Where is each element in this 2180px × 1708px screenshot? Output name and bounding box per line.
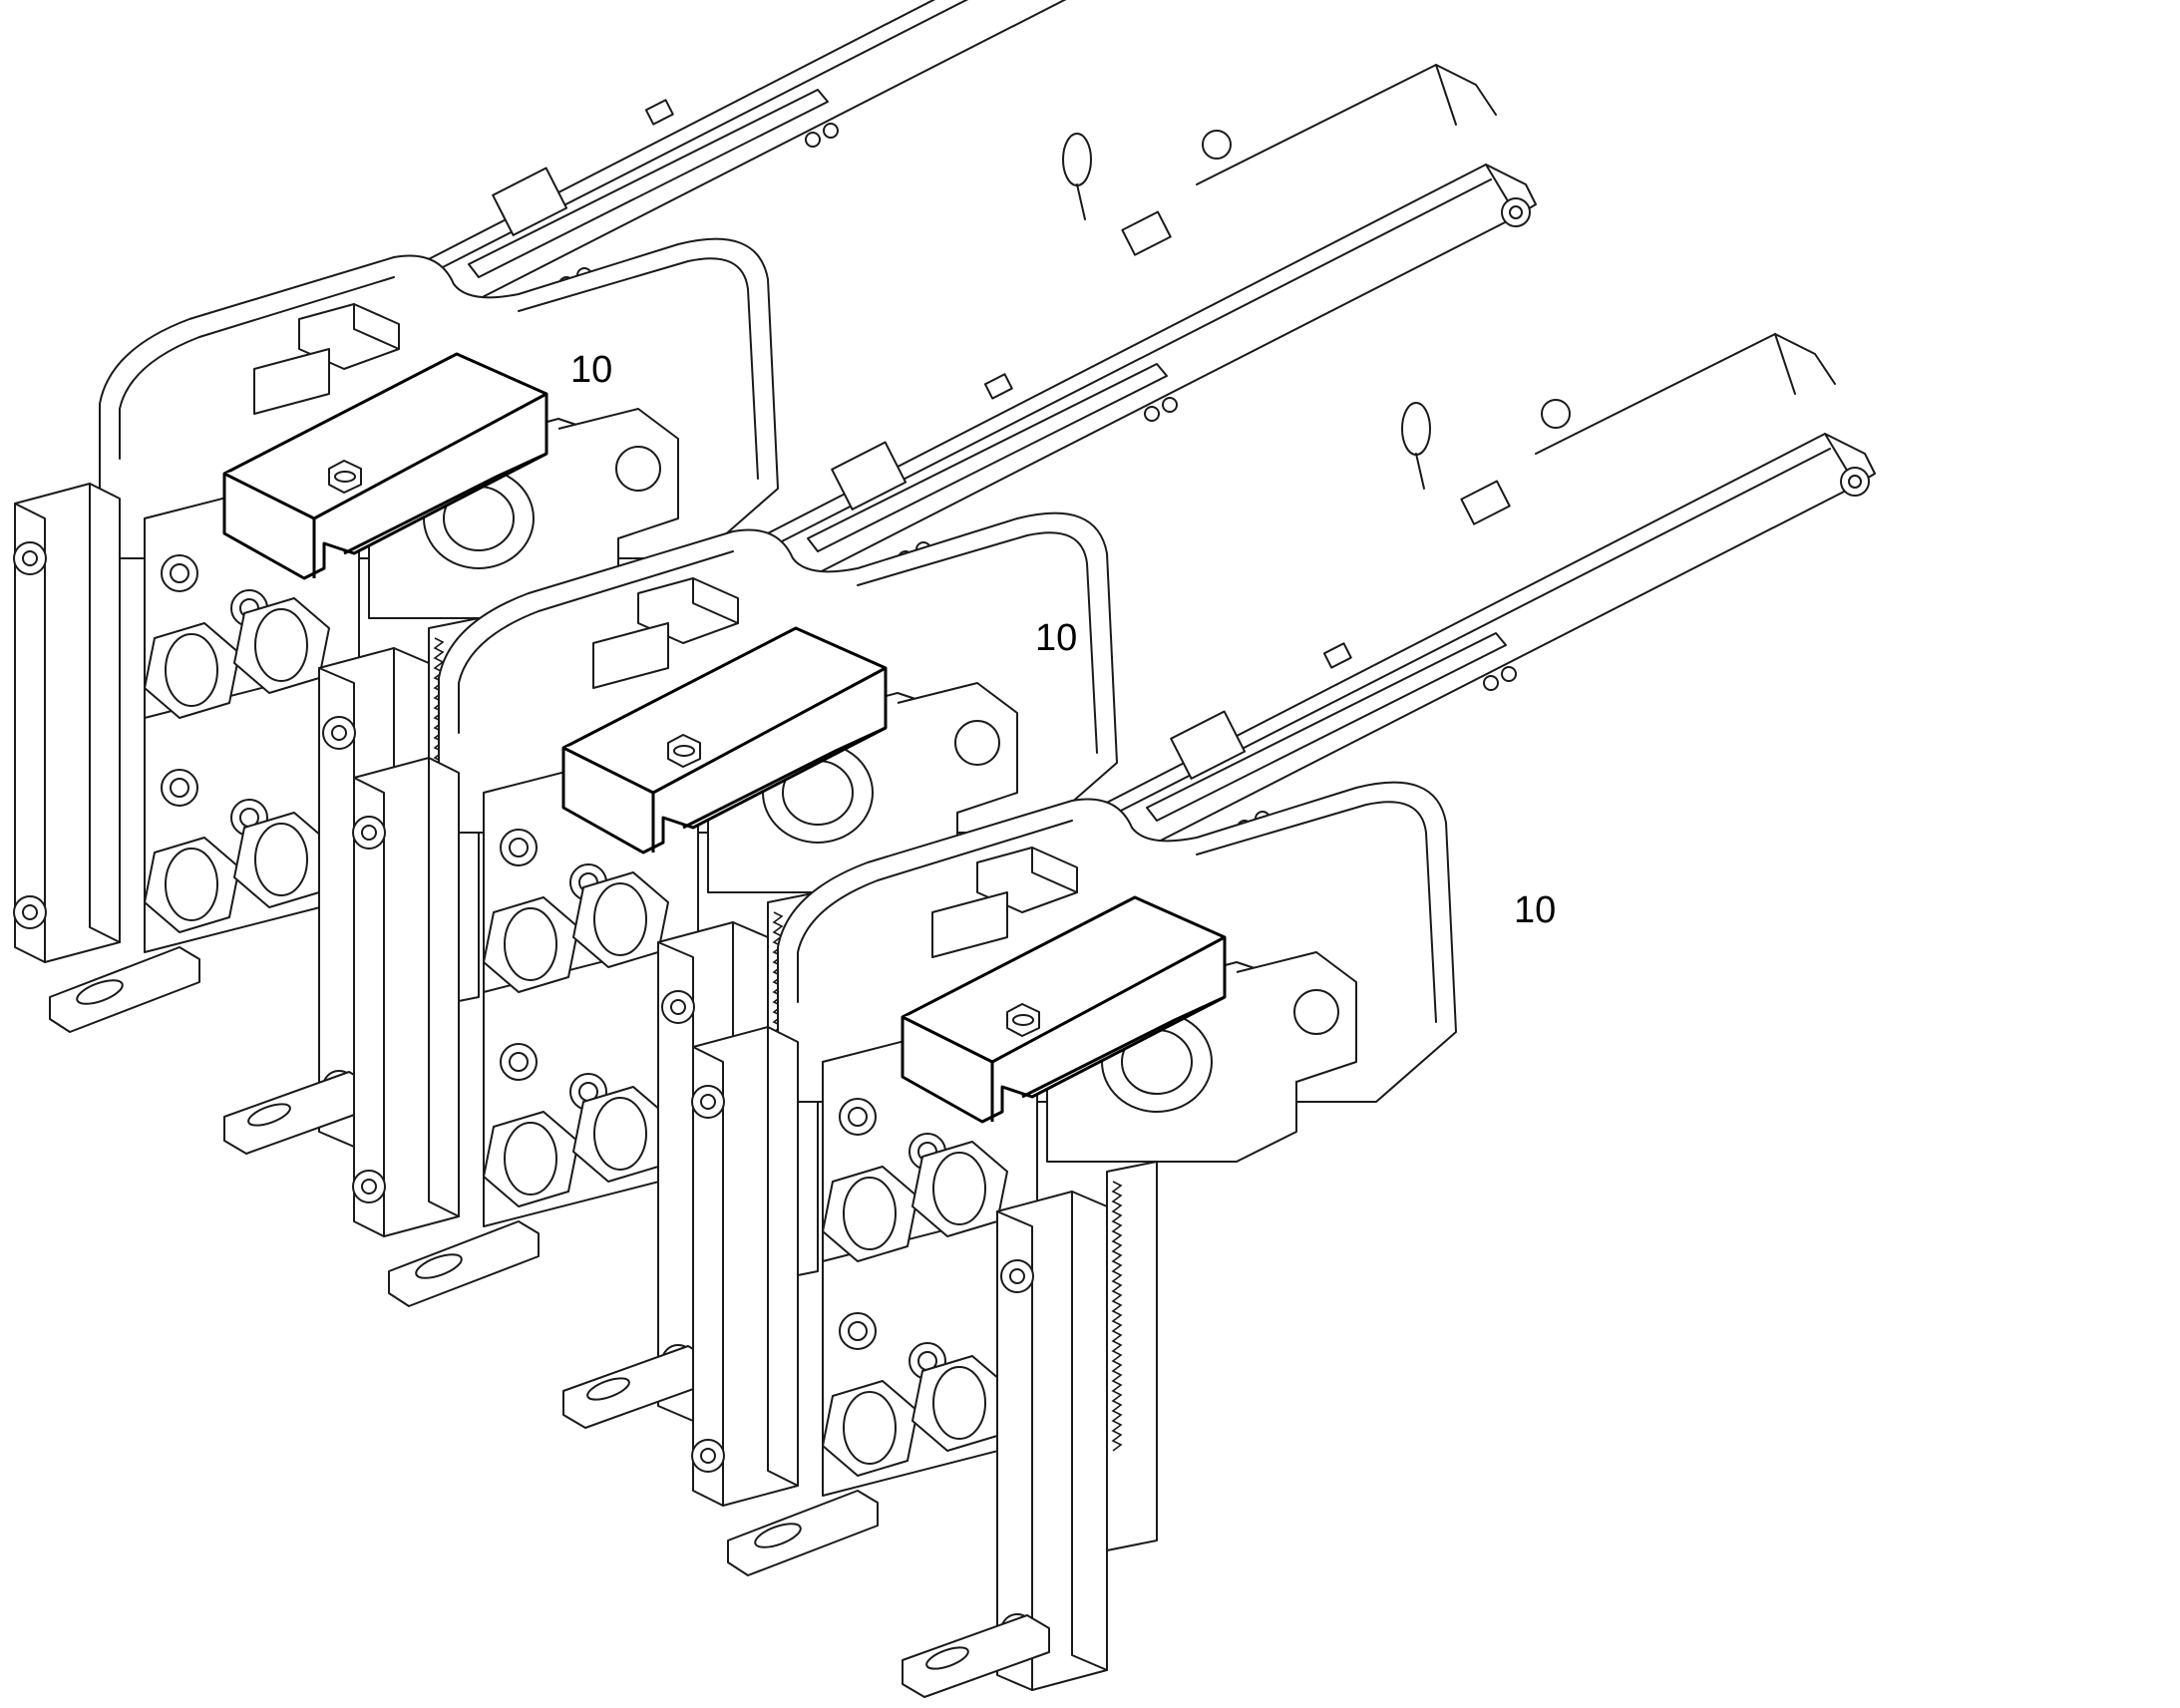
reference-numeral-10-front: 10 xyxy=(1514,889,1556,931)
assembly-front: 10 xyxy=(691,333,1876,1698)
reference-numeral-10-rear: 10 xyxy=(570,349,612,391)
reference-numeral-10-middle: 10 xyxy=(1035,617,1077,659)
assembly-middle: 10 xyxy=(352,64,1537,1429)
assembly-rear: 10 xyxy=(13,0,1198,1155)
